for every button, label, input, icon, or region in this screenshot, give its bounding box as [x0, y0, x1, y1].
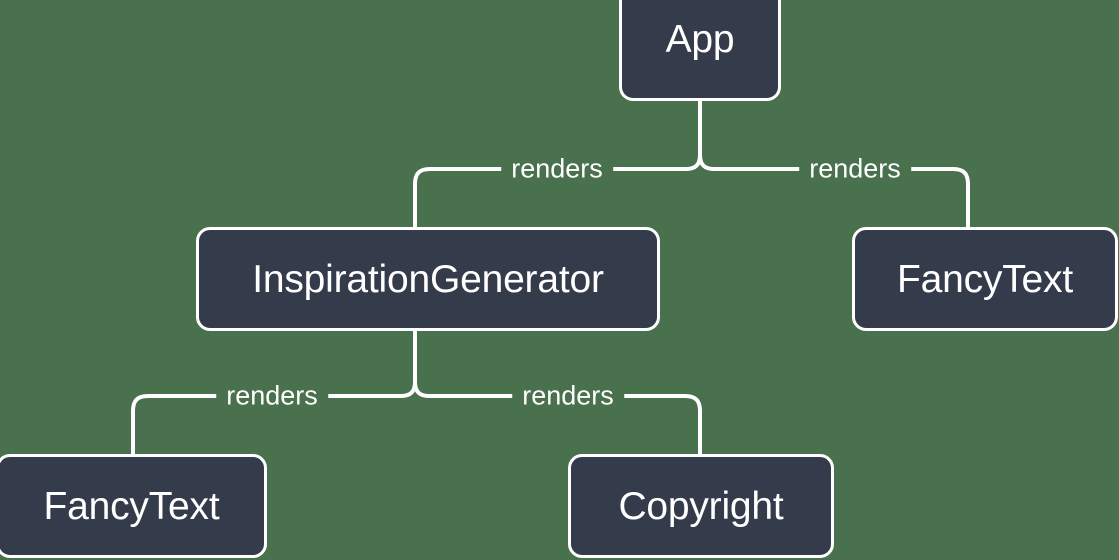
- node-inspiration-generator[interactable]: InspirationGenerator: [196, 227, 660, 331]
- edge-label-app-to-fancytext-right: renders: [799, 155, 911, 183]
- node-copyright-label: Copyright: [618, 484, 784, 528]
- edge-label-app-to-inspiration-generator: renders: [501, 155, 613, 183]
- node-fancytext-right[interactable]: FancyText: [852, 227, 1118, 331]
- node-fancytext-left-label: FancyText: [43, 484, 220, 528]
- node-inspiration-generator-label: InspirationGenerator: [252, 257, 604, 301]
- node-fancytext-left[interactable]: FancyText: [0, 454, 267, 558]
- node-fancytext-right-label: FancyText: [897, 257, 1073, 301]
- edge-label-inspiration-generator-to-copyright: renders: [512, 382, 624, 410]
- node-app-label: App: [665, 18, 735, 61]
- node-copyright[interactable]: Copyright: [568, 454, 834, 558]
- edge-label-inspiration-generator-to-fancytext-left: renders: [216, 382, 328, 410]
- node-app[interactable]: App: [619, 0, 781, 101]
